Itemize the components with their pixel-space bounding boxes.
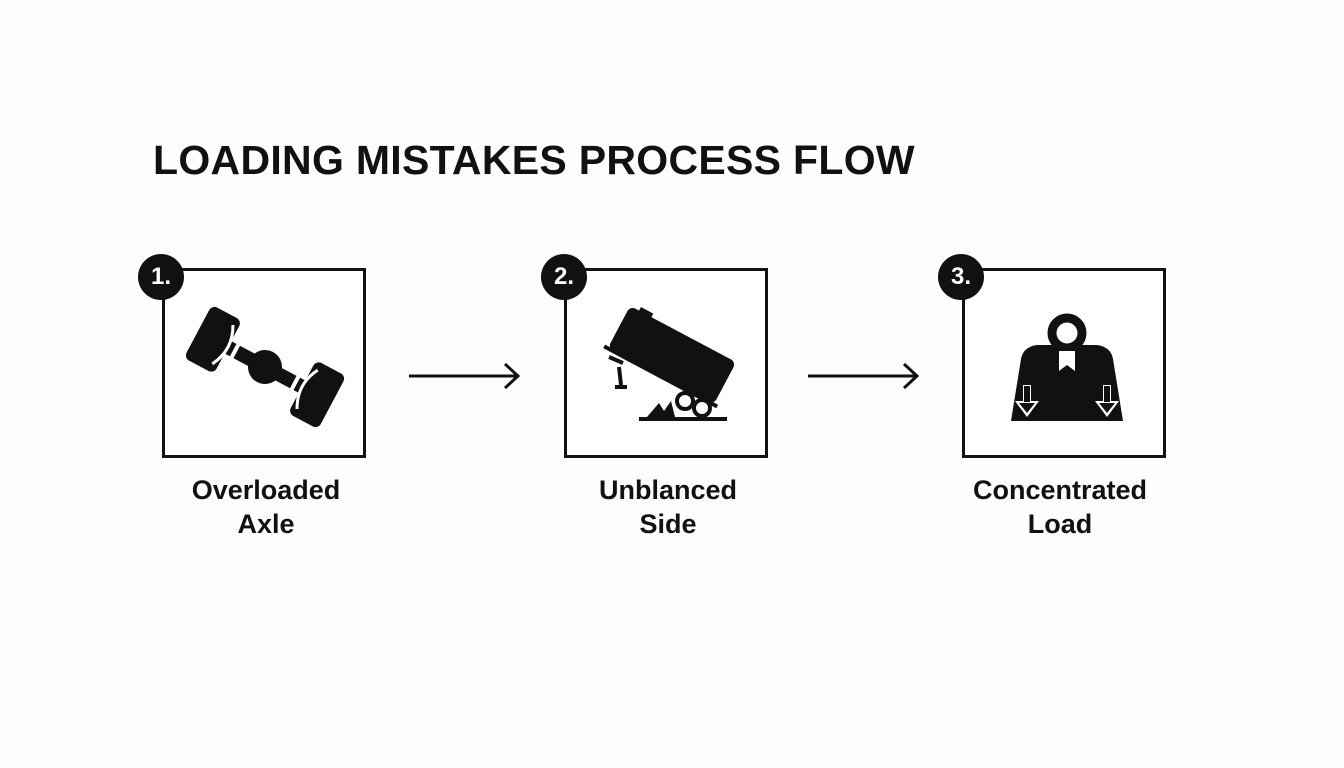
step-3-box [962,268,1166,458]
step-1-label: Overloaded Axle [146,473,386,541]
step-1-label-line-2: Axle [237,509,295,539]
step-3-label-line-2: Load [1027,509,1093,539]
step-2-label-line-2: Side [639,509,697,539]
step-2-label-line-1: Unblanced [598,475,738,505]
flow-arrow-2 [808,362,920,390]
step-1-label-line-1: Overloaded [191,475,341,505]
weight-down-arrows-icon [1011,313,1123,421]
step-1-number-badge: 1. [138,254,184,300]
overloaded-axle-icon [185,306,345,428]
step-2-box [564,268,768,458]
step-3-label-line-1: Concentrated [972,475,1148,505]
step-3-label: Concentrated Load [940,473,1180,541]
tipping-trailer-icon [603,307,735,421]
flow-arrow-1 [409,362,521,390]
step-2-label: Unblanced Side [548,473,788,541]
step-3-number-badge: 3. [938,254,984,300]
step-2-number-badge: 2. [541,254,587,300]
step-1-box [162,268,366,458]
diagram-title: LOADING MISTAKES PROCESS FLOW [153,137,915,183]
